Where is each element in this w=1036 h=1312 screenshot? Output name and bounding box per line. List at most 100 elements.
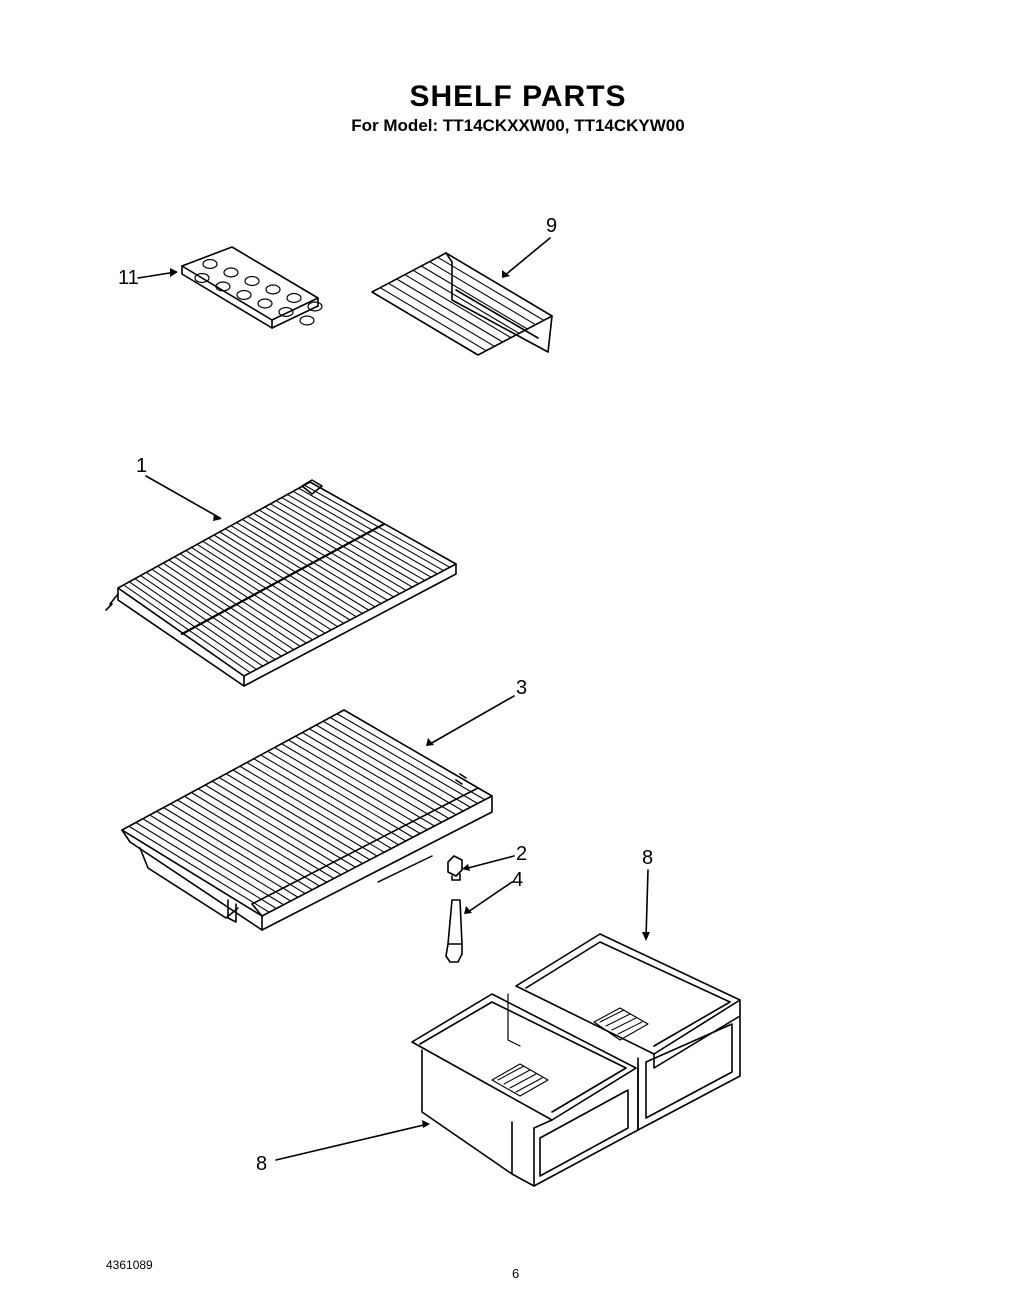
ice-cell: [202, 258, 218, 270]
wire-line: [128, 581, 257, 670]
wire-line: [230, 525, 370, 611]
wire-line: [135, 821, 277, 910]
wire-line: [292, 490, 438, 575]
wire-line: [420, 265, 528, 330]
wire-line: [183, 795, 328, 883]
wire-line: [224, 528, 363, 614]
wire-line: [396, 278, 504, 343]
wire-line: [225, 773, 371, 861]
page-number: 6: [512, 1266, 520, 1281]
wire-line: [281, 743, 428, 831]
wire-line: [379, 287, 487, 352]
callout-11: 11: [118, 267, 139, 289]
wire-line: [190, 791, 335, 880]
wire-line: [156, 810, 299, 898]
wire-line: [185, 550, 320, 637]
wire-line: [213, 534, 351, 621]
ice-cell: [286, 292, 302, 304]
wire-line: [236, 522, 376, 608]
ice-cell: [307, 301, 323, 312]
support-part: [445, 899, 463, 963]
wire-line: [123, 584, 251, 674]
wire-line: [275, 500, 420, 585]
callout-1: 1: [136, 455, 147, 477]
leader-2: [467, 855, 515, 869]
wire-line: [301, 731, 450, 820]
wire-shelf-part: [105, 479, 457, 687]
freezer-shelf-part: [371, 252, 553, 356]
wire-line: [308, 728, 457, 816]
wire-line: [145, 571, 276, 661]
leader-4: [467, 881, 513, 913]
wire-line: [128, 825, 270, 913]
wire-line: [142, 818, 285, 906]
ice-cell: [223, 267, 239, 278]
wire-line: [151, 568, 282, 657]
wire-line: [260, 754, 407, 842]
wire-line: [170, 803, 313, 891]
wire-line: [218, 776, 364, 865]
wire-line: [239, 765, 385, 853]
page-title: SHELF PARTS: [409, 80, 627, 113]
wire-line: [287, 739, 436, 827]
wire-line: [247, 515, 388, 601]
wire-line: [387, 282, 495, 347]
ice-cell: [244, 275, 260, 287]
wire-line: [168, 559, 301, 647]
wire-line: [140, 575, 270, 664]
callout-8-left: 8: [256, 1153, 267, 1175]
wire-line: [207, 537, 345, 624]
wire-line: [196, 543, 332, 631]
wire-line: [232, 769, 378, 857]
ice-cell: [278, 306, 294, 318]
leader-8-right: [645, 869, 649, 939]
wire-line: [404, 274, 512, 339]
wire-line: [179, 553, 314, 641]
ice-cell: [265, 284, 281, 295]
wire-line: [412, 269, 520, 334]
ice-cell: [299, 315, 315, 326]
callout-8-right: 8: [642, 847, 653, 869]
leader-8-left: [275, 1123, 429, 1161]
wire-line: [429, 261, 537, 326]
wire-line: [253, 512, 395, 598]
leader-1: [145, 475, 221, 519]
wire-line: [176, 799, 321, 887]
wire-line: [204, 784, 349, 872]
wire-line: [264, 506, 407, 591]
wire-line: [286, 493, 432, 578]
wire-line: [274, 746, 421, 835]
document-number: 4361089: [106, 1258, 153, 1272]
wire-line: [322, 720, 471, 808]
ice-tray-part: [181, 246, 323, 329]
leader-11: [137, 271, 177, 279]
wire-line: [258, 509, 401, 595]
callout-4: 4: [512, 869, 523, 891]
wire-line: [269, 503, 413, 588]
wire-line: [246, 761, 392, 850]
model-subtitle: For Model: TT14CKXXW00, TT14CKYW00: [351, 116, 685, 135]
wire-line: [211, 780, 356, 868]
wire-line: [294, 735, 443, 823]
wire-line: [298, 487, 445, 572]
wire-line: [134, 578, 264, 667]
wire-line: [157, 565, 289, 654]
wire-line: [281, 497, 426, 581]
ice-cell: [215, 281, 231, 292]
wire-line: [163, 806, 306, 895]
wire-line: [219, 531, 357, 618]
callout-2: 2: [516, 843, 527, 865]
wire-line: [162, 562, 295, 651]
wire-line: [336, 713, 486, 801]
wire-line: [197, 788, 342, 876]
ice-cell: [194, 272, 210, 284]
callout-9: 9: [546, 215, 557, 237]
wire-line: [329, 716, 479, 805]
wire-line: [149, 814, 292, 902]
ice-cell: [236, 289, 252, 301]
wire-line: [315, 724, 464, 812]
crisper-cover-part: [121, 709, 493, 931]
wire-line: [303, 484, 451, 568]
wire-line: [190, 546, 326, 634]
leader-9: [503, 237, 551, 277]
